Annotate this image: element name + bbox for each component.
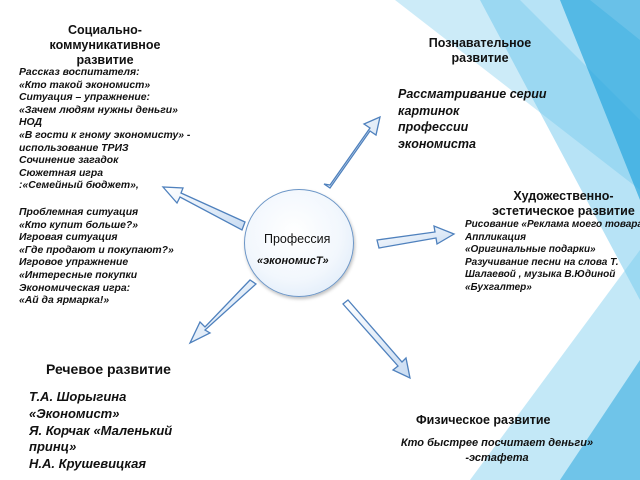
artistic-item: Рисование «Реклама моего товара» xyxy=(465,219,640,230)
cognitive-title: Познавательное развитие xyxy=(405,36,555,66)
social-item: «Зачем людям нужны деньги» xyxy=(19,104,178,116)
cognitive-item: картинок xyxy=(398,103,460,118)
social-title-line2: коммуникативное xyxy=(49,38,161,52)
artistic-title-line1: Художественно- xyxy=(513,189,614,203)
social-item: Сюжетная игра xyxy=(19,167,103,179)
social-item: «Ай да ярмарка!» xyxy=(19,295,110,307)
artistic-item: Разучивание песни на слова Т. xyxy=(465,256,619,268)
physical-title: Физическое развитие xyxy=(416,413,551,427)
social-item: Проблемная ситуация xyxy=(19,206,139,218)
social-item: Ситуация – упражнение: xyxy=(19,92,150,104)
cognitive-item: Рассматривание серии xyxy=(398,87,547,101)
cognitive-item: экономиста xyxy=(398,136,476,151)
cognitive-list: Рассматривание серии картинок профессии … xyxy=(398,86,547,152)
social-item: «Кто купит больше?» xyxy=(19,219,139,231)
speech-item: Я. Корчак «Маленький xyxy=(29,422,173,438)
social-item: Рассказ воспитателя: xyxy=(19,67,140,78)
artistic-title-line2: эстетическое развитие xyxy=(492,204,635,218)
physical-item: Кто быстрее посчитает деньги» xyxy=(400,437,594,449)
social-item: Игровая ситуация xyxy=(19,232,118,244)
social-item: Сочинение загадок xyxy=(19,155,119,167)
speech-item: принц» xyxy=(29,439,77,455)
social-item: «В гости к гному экономисту» - xyxy=(19,129,191,141)
speech-item: Т.А. Шорыгина xyxy=(29,389,127,404)
cognitive-item: профессии xyxy=(398,120,469,134)
cognitive-title-line2: развитие xyxy=(451,51,509,65)
artistic-list-clip: Рисование «Реклама моего товара» Апплика… xyxy=(465,219,640,295)
cognitive-title-line1: Познавательное xyxy=(428,36,532,50)
social-list: Рассказ воспитателя: «Кто такой экономис… xyxy=(19,67,190,308)
artistic-item: Аппликация xyxy=(465,231,526,243)
social-item: :«Семейный бюджет», xyxy=(19,180,139,192)
center-label-1: Профессия xyxy=(264,232,331,246)
social-title: Социально- коммуникативное развитие xyxy=(30,23,180,68)
speech-title: Речевое развитие xyxy=(46,361,171,377)
physical-list: Кто быстрее посчитает деньги» -эстафета xyxy=(392,436,602,466)
artistic-item: «Оригинальные подарки» xyxy=(465,244,596,256)
artistic-title: Художественно- эстетическое развитие xyxy=(476,189,640,219)
social-item: Игровое упражнение xyxy=(19,257,129,269)
social-item: НОД xyxy=(19,117,42,129)
social-item: использование ТРИЗ xyxy=(19,142,129,154)
speech-item: «Экономист» xyxy=(29,405,120,421)
social-title-line3: развитие xyxy=(76,53,134,67)
speech-list-clip: Т.А. Шорыгина «Экономист» Я. Корчак «Мал… xyxy=(29,389,239,480)
center-label-2: «экономисТ» xyxy=(257,255,329,267)
artistic-item: Шалаевой , музыка В.Юдиной xyxy=(465,269,616,281)
social-item: «Интересные покупки xyxy=(19,269,138,281)
social-title-line1: Социально- xyxy=(68,23,142,37)
speech-item: Н.А. Крушевицкая xyxy=(29,456,147,472)
artistic-item: «Бухгалтер» xyxy=(465,281,532,293)
artistic-list: Рисование «Реклама моего товара» Апплика… xyxy=(465,219,640,295)
social-item: «Где продают и покупают?» xyxy=(19,244,174,256)
speech-list: Т.А. Шорыгина «Экономист» Я. Корчак «Мал… xyxy=(29,389,239,473)
social-item: «Кто такой экономист» xyxy=(19,79,151,91)
physical-item: -эстафета xyxy=(465,452,529,464)
social-item: Экономическая игра: xyxy=(19,282,131,294)
social-gap xyxy=(19,193,190,207)
center-circle xyxy=(244,189,354,297)
